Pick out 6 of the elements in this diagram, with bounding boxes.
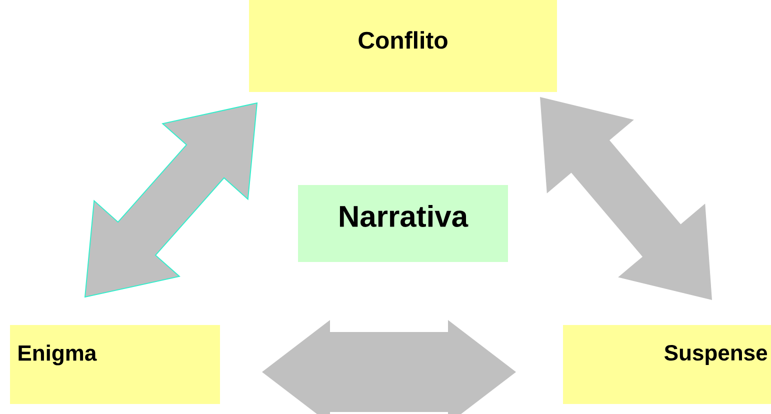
text-box: Suspense [563, 325, 771, 404]
text-box: Enigma [10, 325, 220, 404]
double-arrow [540, 97, 712, 300]
text-box: Narrativa [298, 185, 508, 262]
text-box: Conflito [249, 0, 557, 92]
double-arrow [262, 320, 516, 414]
